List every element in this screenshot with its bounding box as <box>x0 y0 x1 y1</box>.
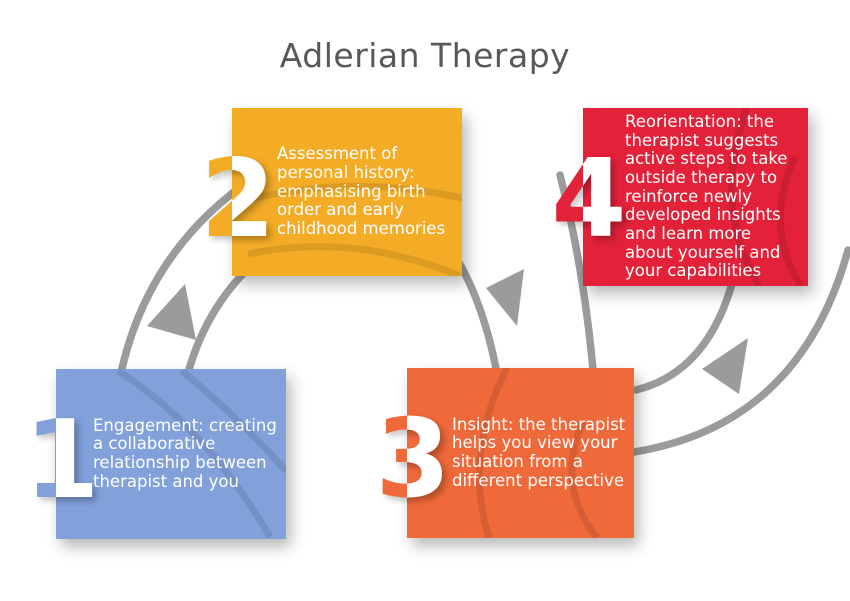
connector-arc-3-4-outer <box>630 246 850 456</box>
panel-swoosh-decoration <box>116 369 286 539</box>
arrow-icon <box>702 338 748 394</box>
step-card-1: Engagement: creating a collaborative rel… <box>24 369 286 539</box>
step-panel: Reorientation: the therapist suggests ac… <box>583 108 808 286</box>
step-description: Insight: the therapist helps you view yo… <box>452 414 626 490</box>
step-panel: Assessment of personal history: emphasis… <box>232 108 462 276</box>
arrow-icon <box>147 284 196 340</box>
step-card-2: Assessment of personal history: emphasis… <box>200 108 462 276</box>
connector-arc-3-4-inner <box>632 276 737 394</box>
step-card-4: Reorientation: the therapist suggests ac… <box>551 108 808 286</box>
step-card-3: Insight: the therapist helps you view yo… <box>375 368 634 538</box>
panel-swoosh-decoration <box>728 108 804 286</box>
step-description: Engagement: creating a collaborative rel… <box>93 415 277 491</box>
arrow-icon <box>486 269 524 326</box>
panel-swoosh-decoration <box>475 368 600 538</box>
panel-swoosh-decoration <box>232 182 462 276</box>
step-panel: Insight: the therapist helps you view yo… <box>407 368 634 538</box>
page-title: Adlerian Therapy <box>279 36 571 75</box>
step-panel: Engagement: creating a collaborative rel… <box>56 369 286 539</box>
step-description: Assessment of personal history: emphasis… <box>277 144 446 238</box>
step-description: Reorientation: the therapist suggests ac… <box>625 112 788 281</box>
